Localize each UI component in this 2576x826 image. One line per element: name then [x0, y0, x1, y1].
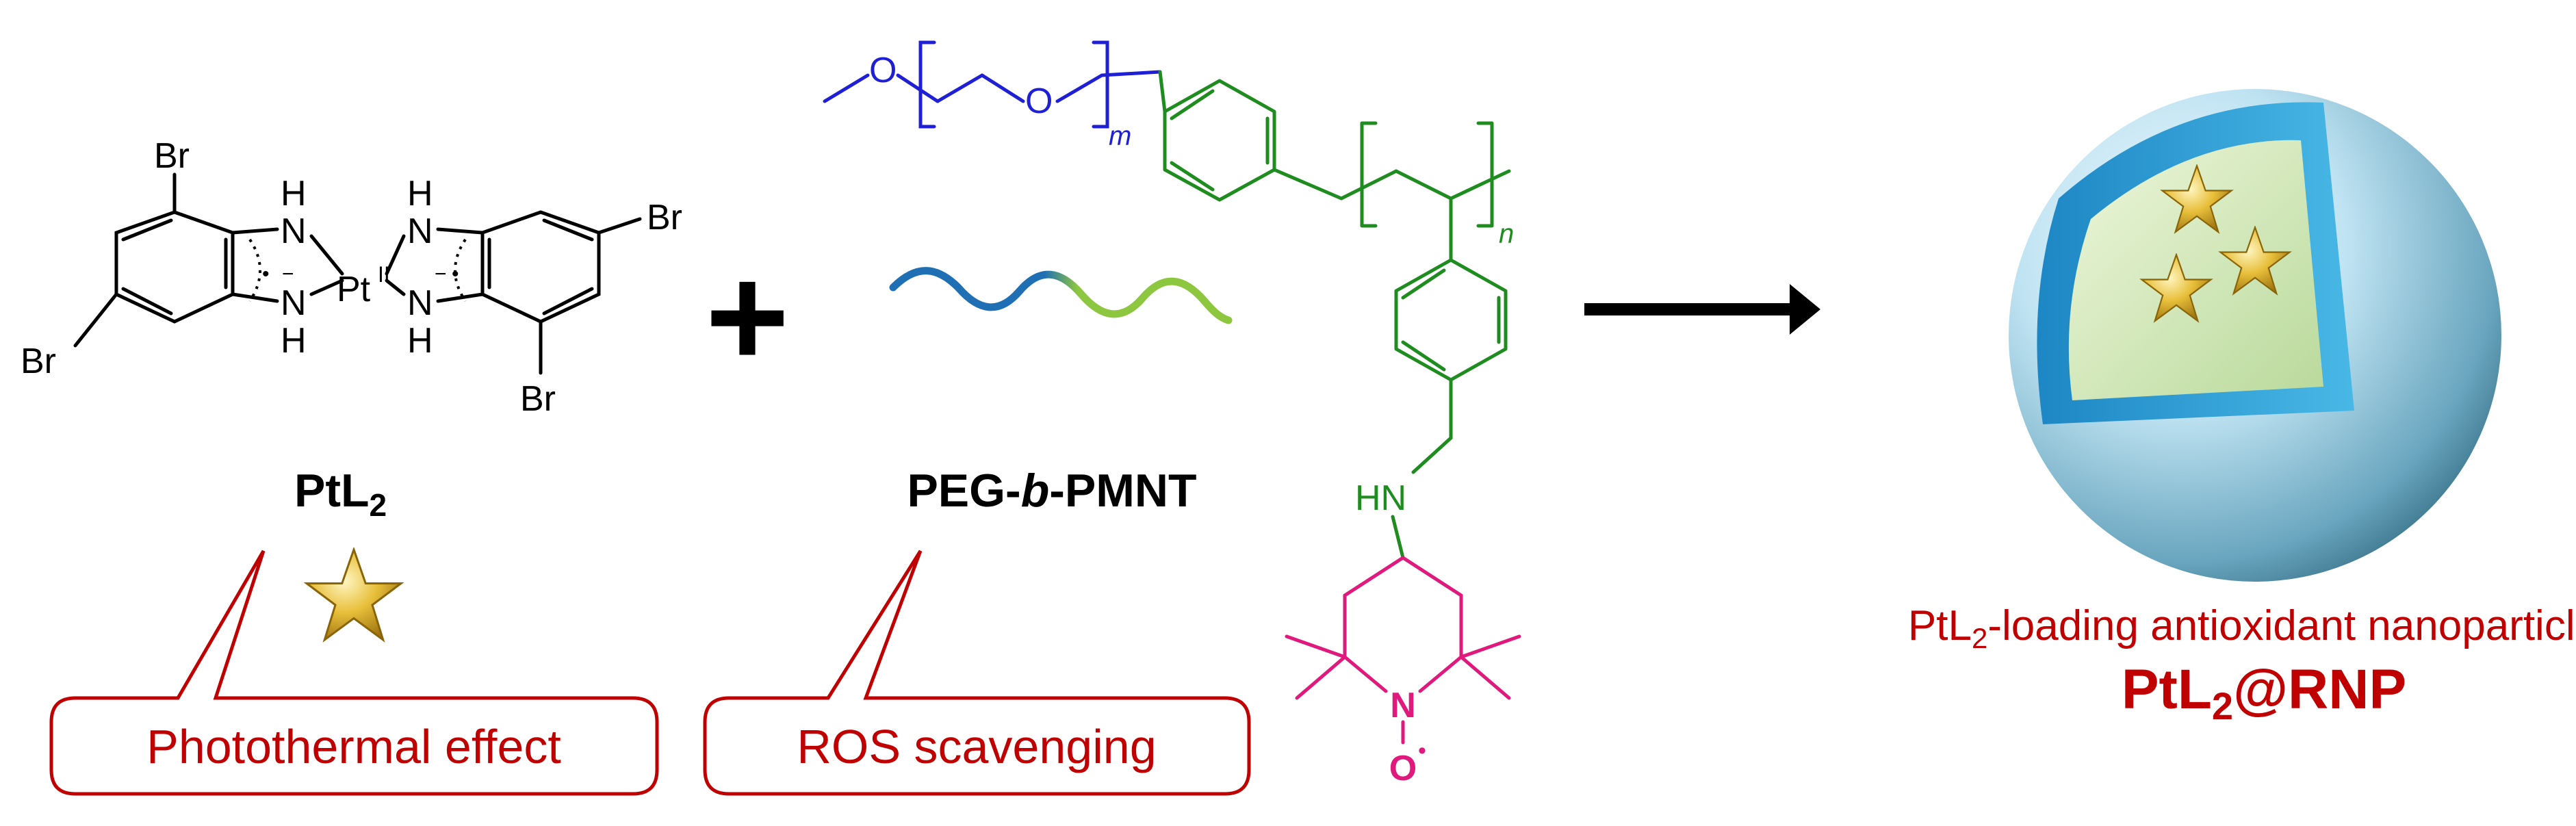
atom-n-4: N: [407, 283, 433, 323]
peg-bracket-left: [918, 40, 936, 129]
tempo-segment: [1285, 556, 1521, 745]
atom-pt: Pt: [337, 270, 371, 309]
subscript-m: m: [1109, 121, 1131, 151]
atom-o-tempo: O: [1389, 749, 1417, 788]
atom-n-2: N: [281, 283, 307, 323]
right-minus-sign: −: [435, 263, 447, 285]
product-name-subscript: 2: [2212, 684, 2233, 727]
right-radical-dot: •: [452, 263, 459, 285]
tempo-radical-dot: •: [1418, 738, 1426, 764]
atom-n-1: N: [281, 211, 307, 251]
right-delocalization-arc: [454, 238, 467, 302]
right-benzene-ring: [480, 210, 601, 324]
left-delocalization-arc: [248, 238, 261, 302]
product-caption-subscript: 2: [1972, 622, 1987, 654]
polymer-chain-icon: [889, 267, 1233, 324]
nanoparticle-core: [2068, 140, 2323, 401]
ptl2-label: PtL2: [294, 465, 387, 523]
pmnt-bracket-right: [1476, 121, 1494, 228]
subscript-n: n: [1499, 219, 1514, 249]
left-benzene-ring: [114, 210, 235, 324]
reaction-arrow: [1584, 284, 1820, 335]
atom-n-tempo: N: [1390, 686, 1416, 725]
atom-hn: HN: [1355, 478, 1406, 518]
atom-br-bottom-right: Br: [520, 379, 556, 419]
product-caption: PtL2-loading antioxidant nanoparticles: [1908, 602, 2576, 654]
atom-br-top-right: Br: [647, 198, 682, 237]
atom-o-peg-2: O: [1025, 81, 1053, 121]
plus-sign: +: [706, 236, 790, 397]
ros-callout-box: [703, 550, 1251, 796]
atom-o-peg-1: O: [869, 51, 897, 90]
polymer-label: PEG-b-PMNT: [907, 465, 1196, 517]
photothermal-callout-box: [49, 550, 659, 796]
left-minus-sign: −: [282, 263, 294, 285]
lower-benzene-ring: [1394, 258, 1508, 382]
nanoparticle-illustration: [2009, 89, 2501, 582]
ptl2-label-subscript: 2: [370, 487, 387, 523]
product-name: PtL2@RNP: [2122, 658, 2406, 727]
atom-h-4: H: [407, 321, 433, 361]
atom-br-top-left: Br: [154, 136, 190, 176]
atom-h-3: H: [407, 174, 433, 214]
pmnt-bracket-left: [1360, 121, 1378, 228]
left-radical-dot: •: [262, 263, 270, 285]
pt-oxidation-state: II: [378, 262, 390, 287]
atom-n-3: N: [407, 211, 433, 251]
ptl2-structure: [73, 172, 642, 375]
atom-h-2: H: [281, 321, 307, 361]
atom-br-bottom-left: Br: [21, 341, 56, 381]
pmnt-segment: [1158, 70, 1511, 560]
polymer-label-italic: b: [1021, 465, 1050, 517]
ptl2-star-icon: [305, 548, 402, 641]
peg-bracket-right: [1092, 40, 1109, 129]
atom-h-1: H: [281, 174, 307, 214]
photothermal-callout-text: Photothermal effect: [146, 720, 561, 773]
peg-segment: [823, 40, 1162, 129]
ros-callout-text: ROS scavenging: [797, 720, 1156, 773]
upper-benzene-ring: [1163, 79, 1276, 202]
